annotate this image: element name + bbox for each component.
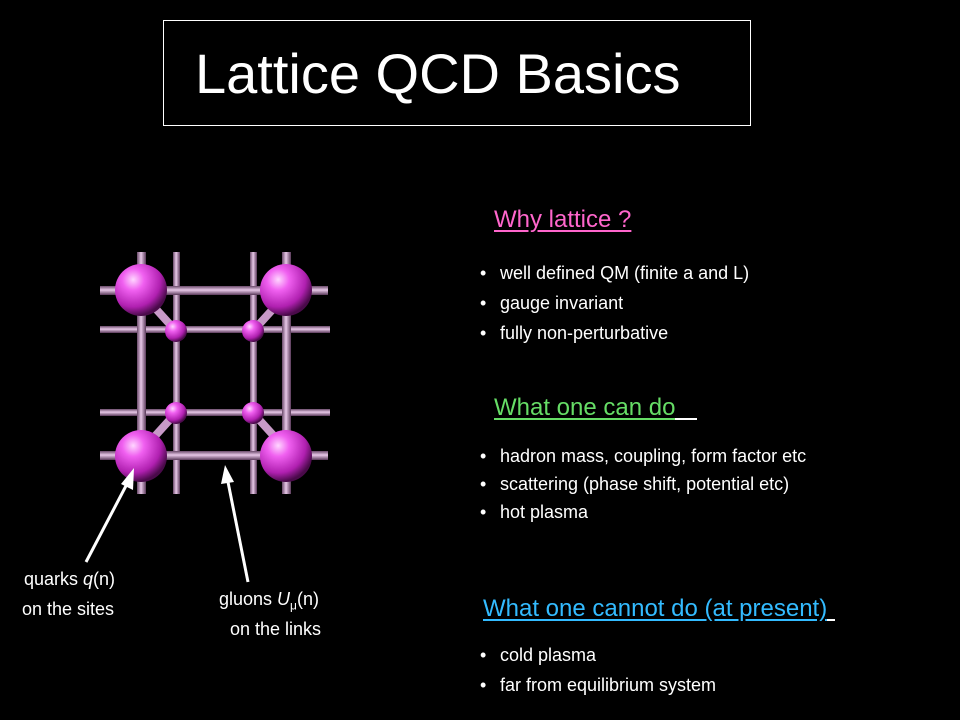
quarks-arrowhead bbox=[121, 468, 134, 490]
section-heading-can-do: What one can do bbox=[494, 394, 698, 422]
list-item: fully non-perturbative bbox=[478, 323, 749, 343]
lattice-back-vertical-links bbox=[173, 252, 257, 494]
quark-site bbox=[260, 430, 312, 482]
link bbox=[100, 286, 328, 295]
gluons-label-line2: on the links bbox=[230, 619, 322, 639]
gluons-arrowhead bbox=[221, 465, 234, 484]
lattice-front-sites bbox=[115, 264, 312, 482]
quarks-label-line2: on the sites bbox=[22, 599, 115, 619]
lattice-front-vertical-links bbox=[137, 252, 291, 494]
list-item: well defined QM (finite a and L) bbox=[478, 263, 749, 283]
why-lattice-list: well defined QM (finite a and L) gauge i… bbox=[478, 263, 749, 353]
link bbox=[282, 252, 291, 494]
lattice-back-sites bbox=[165, 320, 264, 424]
quark-site bbox=[242, 402, 264, 424]
link bbox=[100, 326, 330, 333]
quark-site bbox=[115, 430, 167, 482]
can-do-list: hadron mass, coupling, form factor etc s… bbox=[478, 446, 806, 530]
link bbox=[100, 451, 328, 460]
arrows bbox=[84, 465, 250, 583]
gluons-label: gluons Uμ(n) bbox=[219, 589, 319, 613]
quarks-arrow bbox=[84, 481, 130, 563]
section-heading-cannot-do: What one cannot do (at present) bbox=[483, 595, 836, 623]
quark-site bbox=[242, 320, 264, 342]
lattice-front-horizontal-links bbox=[100, 286, 328, 460]
link bbox=[137, 252, 146, 494]
quark-site bbox=[115, 264, 167, 316]
link bbox=[100, 409, 330, 416]
link bbox=[250, 252, 257, 494]
list-item: hadron mass, coupling, form factor etc bbox=[478, 446, 806, 466]
quark-site bbox=[165, 320, 187, 342]
list-item: cold plasma bbox=[478, 645, 716, 665]
quark-site bbox=[165, 402, 187, 424]
quarks-label: quarks q(n) bbox=[24, 569, 116, 589]
title-frame bbox=[163, 20, 751, 126]
page-title: Lattice QCD Basics bbox=[195, 42, 681, 105]
section-heading-why-lattice: Why lattice ? bbox=[494, 206, 632, 233]
list-item: gauge invariant bbox=[478, 293, 749, 313]
list-item: scattering (phase shift, potential etc) bbox=[478, 474, 806, 494]
list-item: hot plasma bbox=[478, 502, 806, 522]
lattice-diagonal-links bbox=[142, 294, 287, 450]
link bbox=[173, 252, 180, 494]
list-item: far from equilibrium system bbox=[478, 675, 716, 695]
lattice-back-horizontal-links bbox=[100, 326, 330, 416]
cannot-do-list: cold plasma far from equilibrium system bbox=[478, 645, 716, 705]
gluons-arrow bbox=[226, 481, 250, 583]
quark-site bbox=[260, 264, 312, 316]
